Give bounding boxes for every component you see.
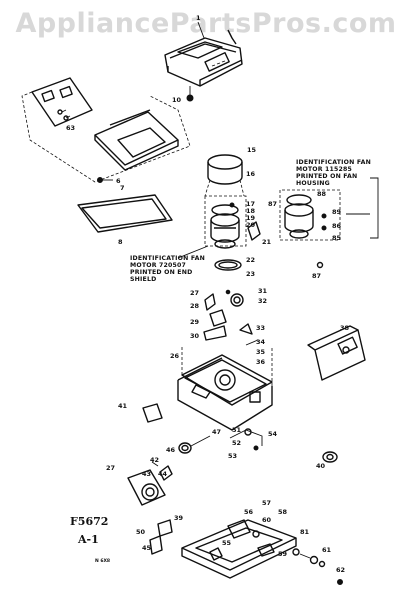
bag-panel-63: [31, 77, 93, 127]
figure-code-line-1: F5672: [70, 515, 108, 528]
callout-58: 58: [278, 508, 288, 516]
side-grille-38: [307, 325, 366, 381]
callout-54: 54: [268, 430, 278, 438]
callout-20: 20: [246, 221, 256, 229]
note-left-line-3: PRINTED ON END: [130, 269, 192, 276]
callout-23: 23: [246, 270, 255, 278]
callout-61: 61: [322, 546, 332, 554]
note-fan-motor-left: IDENTIFICATION FAN MOTOR 720507 PRINTED …: [130, 245, 209, 283]
callout-47: 47: [212, 428, 221, 436]
callout-51: 51: [232, 426, 242, 434]
callout-43: 43: [142, 470, 151, 478]
callout-57: 57: [262, 499, 271, 507]
callout-89: 89: [332, 208, 342, 216]
callout-88: 88: [317, 190, 327, 198]
callout-8: 8: [118, 238, 123, 246]
callout-35: 35: [256, 348, 266, 356]
upper-housing: [164, 21, 243, 102]
note-right-line-1: IDENTIFICATION FAN: [296, 159, 371, 166]
callout-56: 56: [244, 508, 254, 516]
handle-frame-8: [77, 194, 173, 233]
callout-18: 18: [246, 207, 256, 215]
callout-86: 86: [332, 222, 342, 230]
callout-39: 39: [174, 514, 184, 522]
gasket-ring: [214, 259, 242, 271]
callout-46: 46: [166, 446, 176, 454]
callout-28: 28: [190, 302, 200, 310]
callout-36: 36: [256, 358, 266, 366]
callout-1: 1: [196, 14, 201, 22]
note-right-line-2: MOTOR 115285: [296, 166, 352, 173]
callout-38: 38: [340, 324, 350, 332]
note-right-line-4: HOUSING: [296, 180, 330, 187]
callout-30: 30: [190, 332, 200, 340]
callout-21: 21: [262, 238, 272, 246]
small-code: N 6X8: [95, 558, 110, 564]
callout-62: 62: [336, 566, 345, 574]
callout-31: 31: [258, 287, 268, 295]
note-fan-motor-right: IDENTIFICATION FAN MOTOR 115285 PRINTED …: [296, 159, 371, 187]
small-plate-41: [142, 403, 163, 423]
callout-26: 26: [170, 352, 180, 360]
callout-22: 22: [246, 256, 255, 264]
callout-87-lower: 87: [312, 272, 321, 280]
filter-plate-7: [21, 91, 191, 183]
callout-85: 85: [332, 234, 342, 242]
callout-33: 33: [256, 324, 265, 332]
callout-19: 19: [246, 214, 256, 222]
middle-small-parts: [203, 289, 259, 346]
note-left-line-4: SHIELD: [130, 276, 156, 283]
figure-code: F5672 A-1 N 6X8: [70, 515, 110, 564]
callout-41: 41: [118, 402, 128, 410]
callout-52: 52: [232, 439, 241, 447]
figure-code-line-2: A-1: [77, 533, 99, 546]
note-right-line-3: PRINTED ON FAN: [296, 173, 357, 180]
callout-50: 50: [136, 528, 146, 536]
callout-53: 53: [228, 452, 237, 460]
callout-87-upper: 87: [268, 200, 277, 208]
callout-15: 15: [247, 146, 257, 154]
note-left-line-1: IDENTIFICATION FAN: [130, 255, 205, 262]
callout-7: 7: [120, 184, 125, 192]
callout-55: 55: [222, 539, 232, 547]
callout-59: 59: [278, 550, 288, 558]
fan-motor-left: [204, 195, 261, 249]
fan-cylinder: [204, 154, 245, 197]
callout-44: 44: [158, 470, 168, 478]
note-left-line-2: MOTOR 720507: [130, 262, 186, 269]
callout-6: 6: [116, 177, 121, 185]
callout-16: 16: [246, 170, 256, 178]
callout-17: 17: [246, 200, 255, 208]
callout-labels: 1 10 63 6 7 8 15 16 17 18 19 20 21 22 23…: [66, 14, 350, 574]
nozzle-base: [181, 519, 343, 585]
callout-27: 27: [190, 289, 199, 297]
callout-63: 63: [66, 124, 75, 132]
callout-60: 60: [262, 516, 272, 524]
callout-32: 32: [258, 297, 267, 305]
callout-34: 34: [256, 338, 266, 346]
fan-motor-right: [279, 177, 379, 269]
callout-45: 45: [142, 544, 152, 552]
callout-29: 29: [190, 318, 200, 326]
callout-27-lower: 27: [106, 464, 115, 472]
callout-42: 42: [150, 456, 159, 464]
callout-81: 81: [300, 528, 310, 536]
wheels: [178, 428, 338, 463]
callout-10: 10: [172, 96, 182, 104]
base-housing: [177, 345, 273, 431]
front-wheel-assembly: [127, 461, 173, 555]
callout-40: 40: [316, 462, 326, 470]
